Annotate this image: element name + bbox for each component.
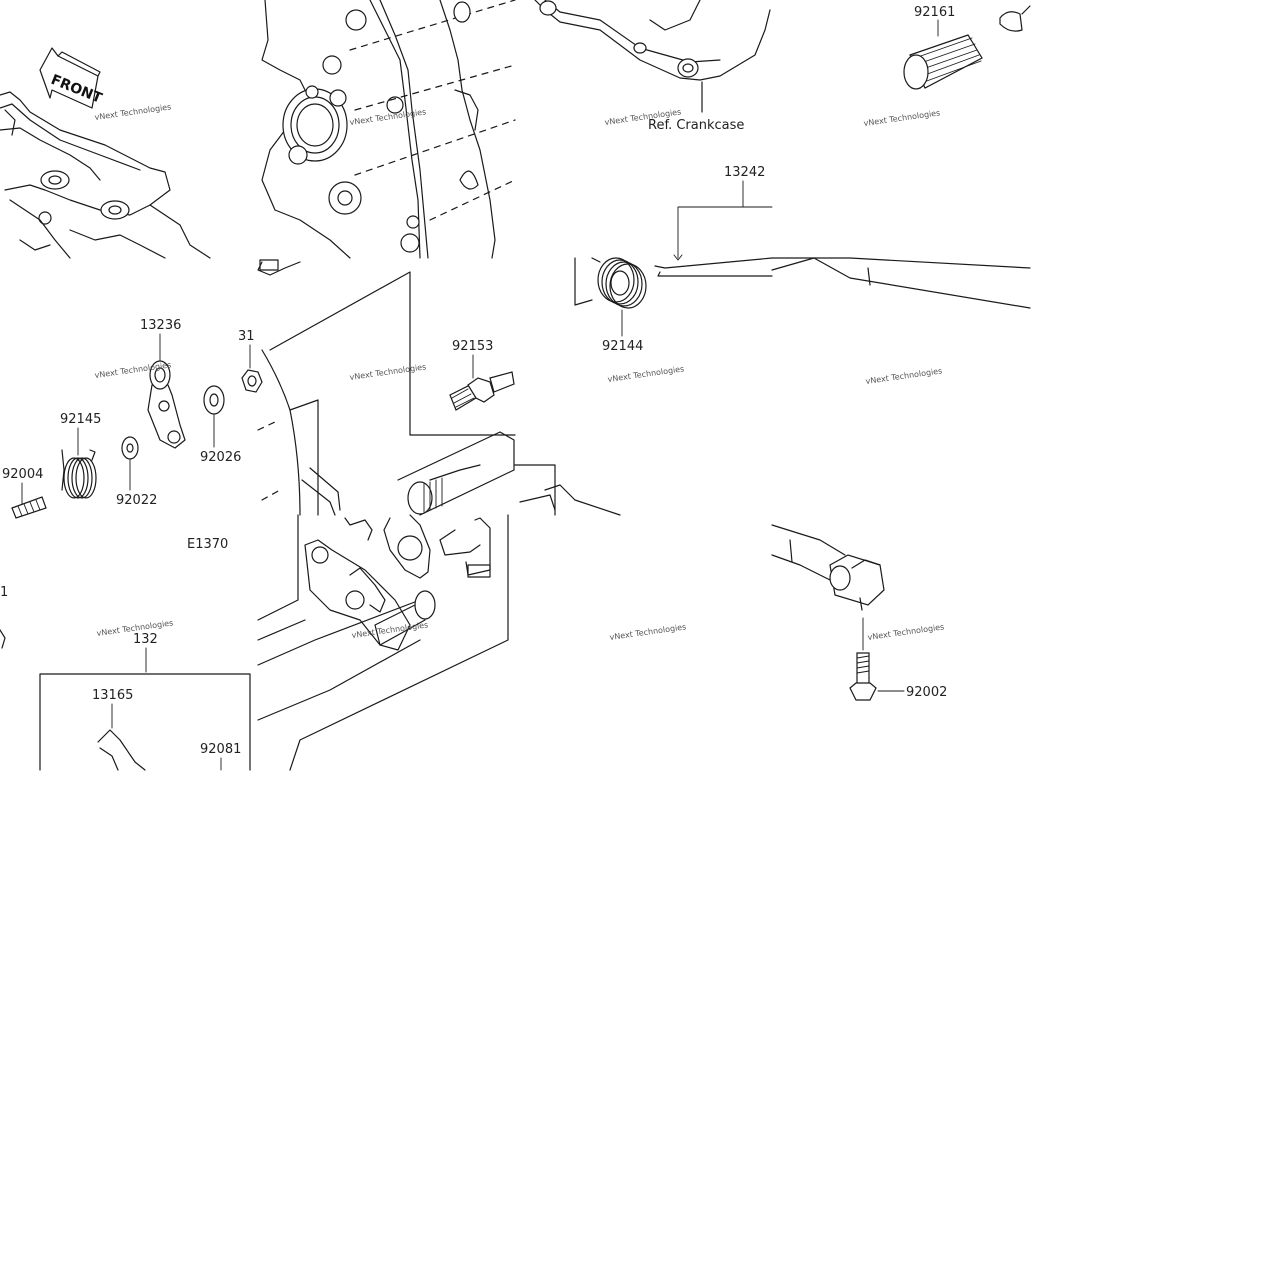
callout-13242: 13242: [724, 165, 765, 180]
lower-left-group: 132 13165 92081: [39, 632, 251, 771]
part-92153-bolt: 92153: [449, 339, 515, 411]
pedal-clamp-detail: 92002: [771, 524, 947, 701]
callout-13236: 13236: [140, 318, 181, 333]
watermark: vNext Technologies: [349, 362, 427, 382]
callout-92002: 92002: [906, 685, 947, 700]
callout-92161: 92161: [914, 5, 955, 20]
part-13242-shift-pedal: 13242: [574, 165, 1031, 309]
callout-132: 132: [133, 632, 158, 647]
shift-drum-plate: [257, 514, 509, 771]
part-13236-lever: 13236: [140, 318, 186, 449]
callout-92153: 92153: [452, 339, 493, 354]
watermark: vNext Technologies: [863, 108, 941, 128]
front-direction-marker: FRONT: [39, 47, 105, 109]
callout-92145: 92145: [60, 412, 101, 427]
watermarks: vNext Technologies vNext Technologies vN…: [94, 102, 945, 642]
part-92022-washer: 92022: [116, 436, 157, 508]
figure-code: E1370: [187, 537, 228, 552]
callout-1: 1: [0, 585, 8, 600]
callout-92144: 92144: [602, 339, 643, 354]
partial-left-edge: 1: [0, 585, 8, 649]
callout-92026: 92026: [200, 450, 241, 465]
shift-shaft-assembly: [257, 271, 621, 516]
callout-31: 31: [238, 329, 255, 344]
part-92145-spring: 92145: [60, 412, 101, 499]
watermark: vNext Technologies: [609, 622, 687, 642]
callout-92081: 92081: [200, 742, 241, 757]
callout-13165: 13165: [92, 688, 133, 703]
watermark: vNext Technologies: [349, 107, 427, 127]
part-92004-stud: 92004: [2, 467, 47, 519]
part-92026-washer: 92026: [200, 385, 241, 465]
crankcase-detail: [257, 0, 516, 276]
part-31-nut: 31: [238, 329, 263, 393]
part-92144-spring: 92144: [591, 257, 647, 354]
callout-92022: 92022: [116, 493, 157, 508]
ref-crankcase-label: Ref. Crankcase: [648, 118, 744, 133]
watermark: vNext Technologies: [607, 364, 685, 384]
callout-92004: 92004: [2, 467, 43, 482]
frame-detail-topleft: [0, 91, 211, 259]
watermark: vNext Technologies: [94, 102, 172, 122]
part-92161-rubber: 92161: [903, 5, 1031, 90]
crankcase-reference: Ref. Crankcase: [534, 0, 771, 133]
watermark: vNext Technologies: [865, 366, 943, 386]
watermark: vNext Technologies: [867, 622, 945, 642]
